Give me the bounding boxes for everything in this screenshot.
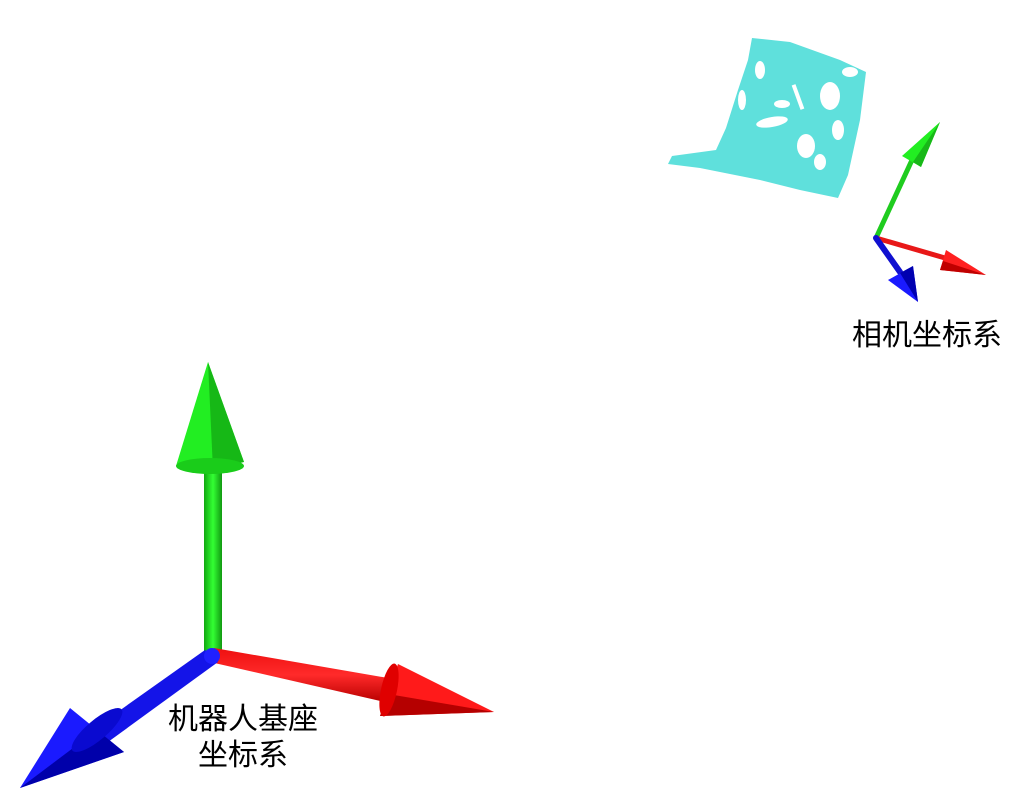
base-frame-label-line1: 机器人基座	[168, 702, 318, 737]
camera-frame-label: 相机坐标系	[852, 318, 1002, 354]
camera-frame	[873, 122, 986, 302]
camera-frame-label-text: 相机坐标系	[852, 318, 1002, 353]
camera-x-axis	[873, 235, 986, 275]
base-frame-label: 机器人基座 坐标系	[168, 702, 318, 774]
base-y-axis	[176, 362, 244, 654]
camera-z-axis	[873, 235, 918, 302]
camera-y-axis	[873, 122, 940, 241]
base-frame	[20, 362, 494, 788]
base-frame-label-line2: 坐标系	[198, 738, 288, 773]
point-cloud	[668, 38, 866, 198]
base-x-axis	[210, 648, 494, 717]
base-z-axis	[20, 650, 218, 788]
